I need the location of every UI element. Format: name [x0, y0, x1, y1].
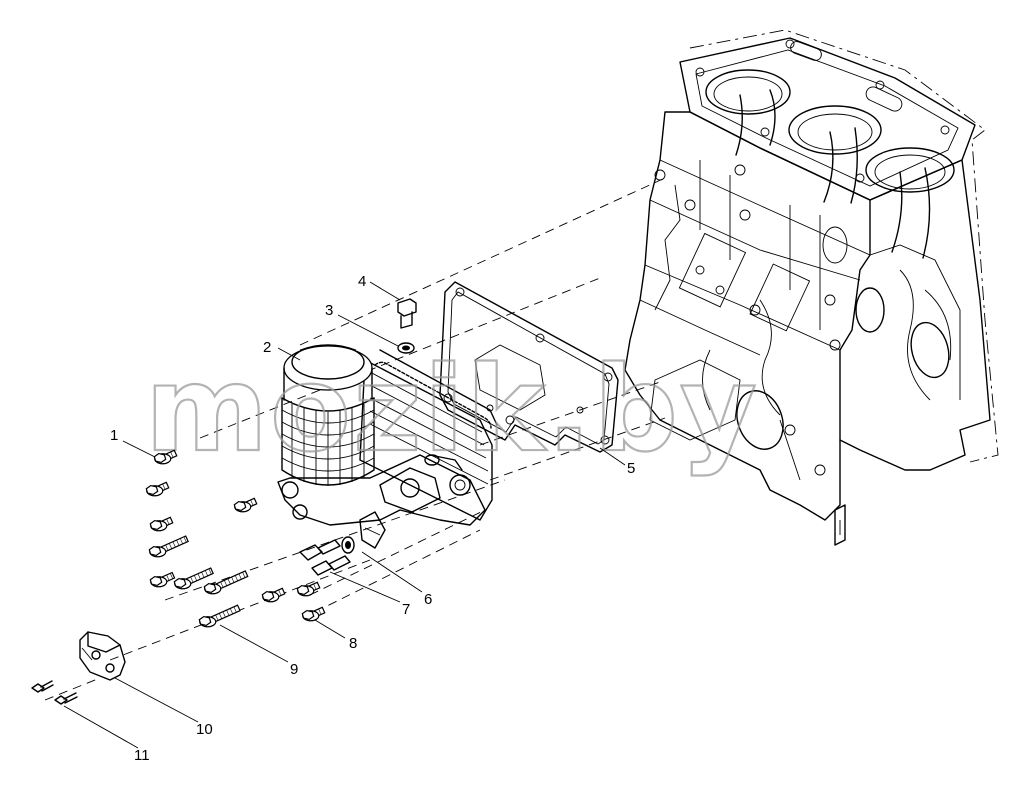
engine-block [624, 29, 999, 546]
drain-plug [397, 298, 417, 329]
mounting-bracket [79, 631, 126, 681]
bolt [149, 516, 174, 532]
bolt [198, 604, 241, 628]
bolt [153, 449, 178, 465]
callout-11: 11 [134, 747, 150, 764]
callout-10: 10 [196, 721, 213, 738]
bolt-set [145, 449, 326, 628]
oil-cooler-gasket [439, 281, 619, 453]
callout-5: 5 [627, 460, 635, 477]
callout-9: 9 [290, 661, 298, 678]
callout-2: 2 [263, 339, 271, 356]
callout-numbers: 1 2 3 4 5 6 7 8 9 10 11 [110, 273, 635, 764]
callout-leaders [63, 281, 626, 749]
sealing-washer [397, 342, 415, 354]
oil-filter-housing [277, 344, 498, 549]
bolt [233, 497, 258, 513]
o-ring [341, 536, 355, 554]
bolt [261, 587, 286, 603]
callout-8: 8 [349, 635, 357, 652]
bolt [296, 581, 321, 597]
callout-7: 7 [402, 601, 410, 618]
bolt [148, 535, 189, 558]
watermark: mozik.by [145, 340, 759, 478]
callout-4: 4 [358, 273, 366, 290]
callout-3: 3 [325, 302, 333, 319]
bolt [145, 481, 170, 497]
bolt [173, 567, 214, 590]
bolt [149, 571, 176, 588]
bolt [301, 606, 326, 622]
bolt [203, 570, 249, 595]
callout-1: 1 [110, 427, 118, 444]
union-fittings [299, 539, 351, 576]
callout-6: 6 [424, 591, 432, 608]
bracket-screws [31, 680, 78, 705]
